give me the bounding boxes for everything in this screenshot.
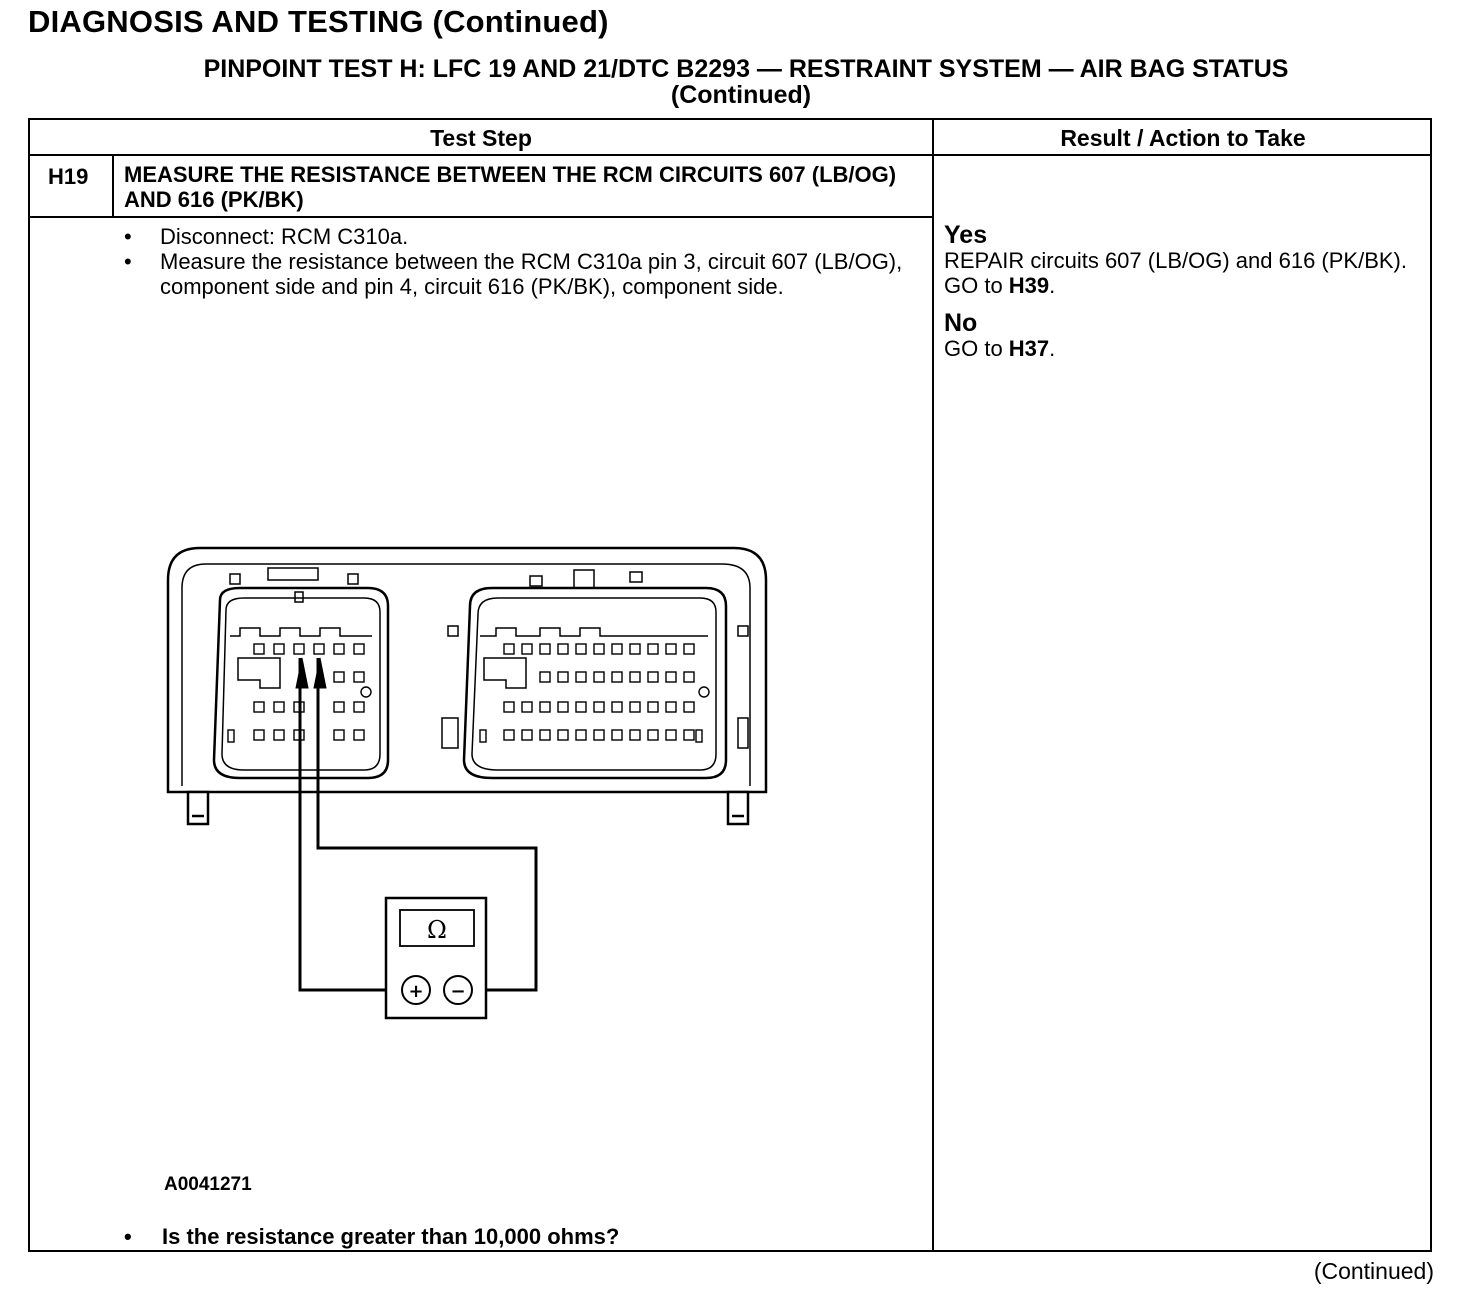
- column-divider: [932, 120, 934, 1250]
- result-yes-text: REPAIR circuits 607 (LB/OG) and 616 (PK/…: [944, 248, 1407, 298]
- step-divider: [30, 216, 932, 218]
- probe-plus-label: +: [408, 981, 423, 1002]
- probe-plus-jack: [401, 975, 431, 1005]
- connector-right: [462, 586, 728, 780]
- test-title-line2: (Continued): [670, 81, 812, 109]
- instruction-list: • Disconnect: RCM C310a. • Measure the r…: [124, 224, 924, 299]
- result-yes-label: Yes: [944, 221, 988, 249]
- page-section-title: DIAGNOSIS AND TESTING (Continued): [28, 4, 609, 39]
- probe-minus-jack: [443, 975, 473, 1005]
- step-heading: MEASURE THE RESISTANCE BETWEEN THE RCM C…: [124, 162, 897, 212]
- instruction-item: • Disconnect: RCM C310a.: [124, 224, 924, 249]
- pinpoint-test-title: PINPOINT TEST H: LFC 19 AND 21/DTC B2293…: [0, 56, 1472, 108]
- test-title-line1: PINPOINT TEST H: LFC 19 AND 21/DTC B2293…: [203, 55, 1289, 83]
- bullet: •: [124, 1224, 132, 1249]
- probe-lead-minus: [316, 658, 538, 992]
- column-header-result: Result / Action to Take: [1060, 125, 1306, 151]
- figure-id: A0041271: [164, 1174, 252, 1195]
- step-id: H19: [48, 164, 89, 189]
- result-yes-target: H39: [1008, 273, 1050, 298]
- test-step-table: Test Step Result / Action to Take H19 ME…: [28, 118, 1432, 1252]
- result-no-target: H37: [1008, 336, 1050, 361]
- instruction-item: • Measure the resistance between the RCM…: [124, 249, 924, 299]
- ohmmeter-display: [399, 909, 475, 947]
- instruction-text: Measure the resistance between the RCM C…: [160, 249, 903, 299]
- bullet: •: [124, 249, 132, 274]
- connector-c310a: [212, 586, 390, 780]
- probe-minus-label: −: [450, 981, 465, 1002]
- result-no-label: No: [944, 309, 978, 337]
- instruction-text: Disconnect: RCM C310a.: [160, 224, 409, 249]
- step-question: • Is the resistance greater than 10,000 o…: [124, 1224, 619, 1250]
- probe-lead-plus: [298, 658, 408, 992]
- question-text: Is the resistance greater than 10,000 oh…: [162, 1224, 620, 1249]
- header-divider: [30, 154, 1430, 156]
- result-no-text: GO to H37.: [944, 336, 1056, 361]
- result-action: Yes REPAIR circuits 607 (LB/OG) and 616 …: [944, 222, 1414, 361]
- rcm-housing: [166, 546, 768, 794]
- step-id-cell: [30, 156, 114, 216]
- continued-footer: (Continued): [1313, 1258, 1434, 1284]
- ohm-symbol: Ω: [427, 916, 447, 944]
- rcm-connector-diagram: Ω + −: [166, 546, 768, 1020]
- bullet: •: [124, 224, 132, 249]
- column-header-test-step: Test Step: [430, 125, 532, 151]
